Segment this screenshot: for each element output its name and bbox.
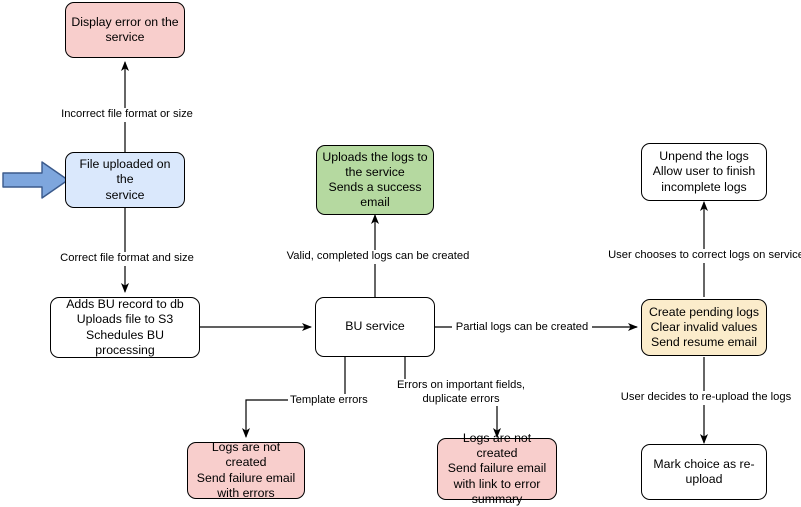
node-adds-bu-record[interactable]: Adds BU record to db Uploads file to S3 … [50, 297, 200, 358]
edge-label-partial-logs: Partial logs can be created [452, 321, 592, 335]
edge-label-correct-format: Correct file format and size [57, 252, 197, 266]
entry-block-arrow [2, 161, 69, 199]
node-mark-choice[interactable]: Mark choice as re- upload [641, 444, 767, 500]
node-file-uploaded[interactable]: File uploaded on the service [65, 152, 185, 208]
edge-label-template-errors: Template errors [288, 394, 380, 408]
node-logs-not-created-template[interactable]: Logs are not created Send failure email … [187, 440, 305, 500]
edge-label-correct-on-service: User chooses to correct logs on service [606, 249, 801, 263]
edge-label-incorrect-format: Incorrect file format or size [55, 108, 199, 122]
node-bu-service[interactable]: BU service [315, 297, 435, 357]
node-unpend-logs[interactable]: Unpend the logs Allow user to finish inc… [641, 143, 767, 201]
edge-label-reupload: User decides to re-upload the logs [617, 391, 795, 405]
edge-label-valid-logs: Valid, completed logs can be created [282, 250, 474, 264]
node-create-pending-logs[interactable]: Create pending logs Clear invalid values… [641, 299, 767, 356]
node-uploads-logs[interactable]: Uploads the logs to the service Sends a … [316, 145, 434, 215]
edge-label-field-errors: Errors on important fields, duplicate er… [392, 379, 530, 407]
node-display-error[interactable]: Display error on the service [65, 2, 185, 58]
node-logs-not-created-fields[interactable]: Logs are not created Send failure email … [437, 431, 557, 506]
